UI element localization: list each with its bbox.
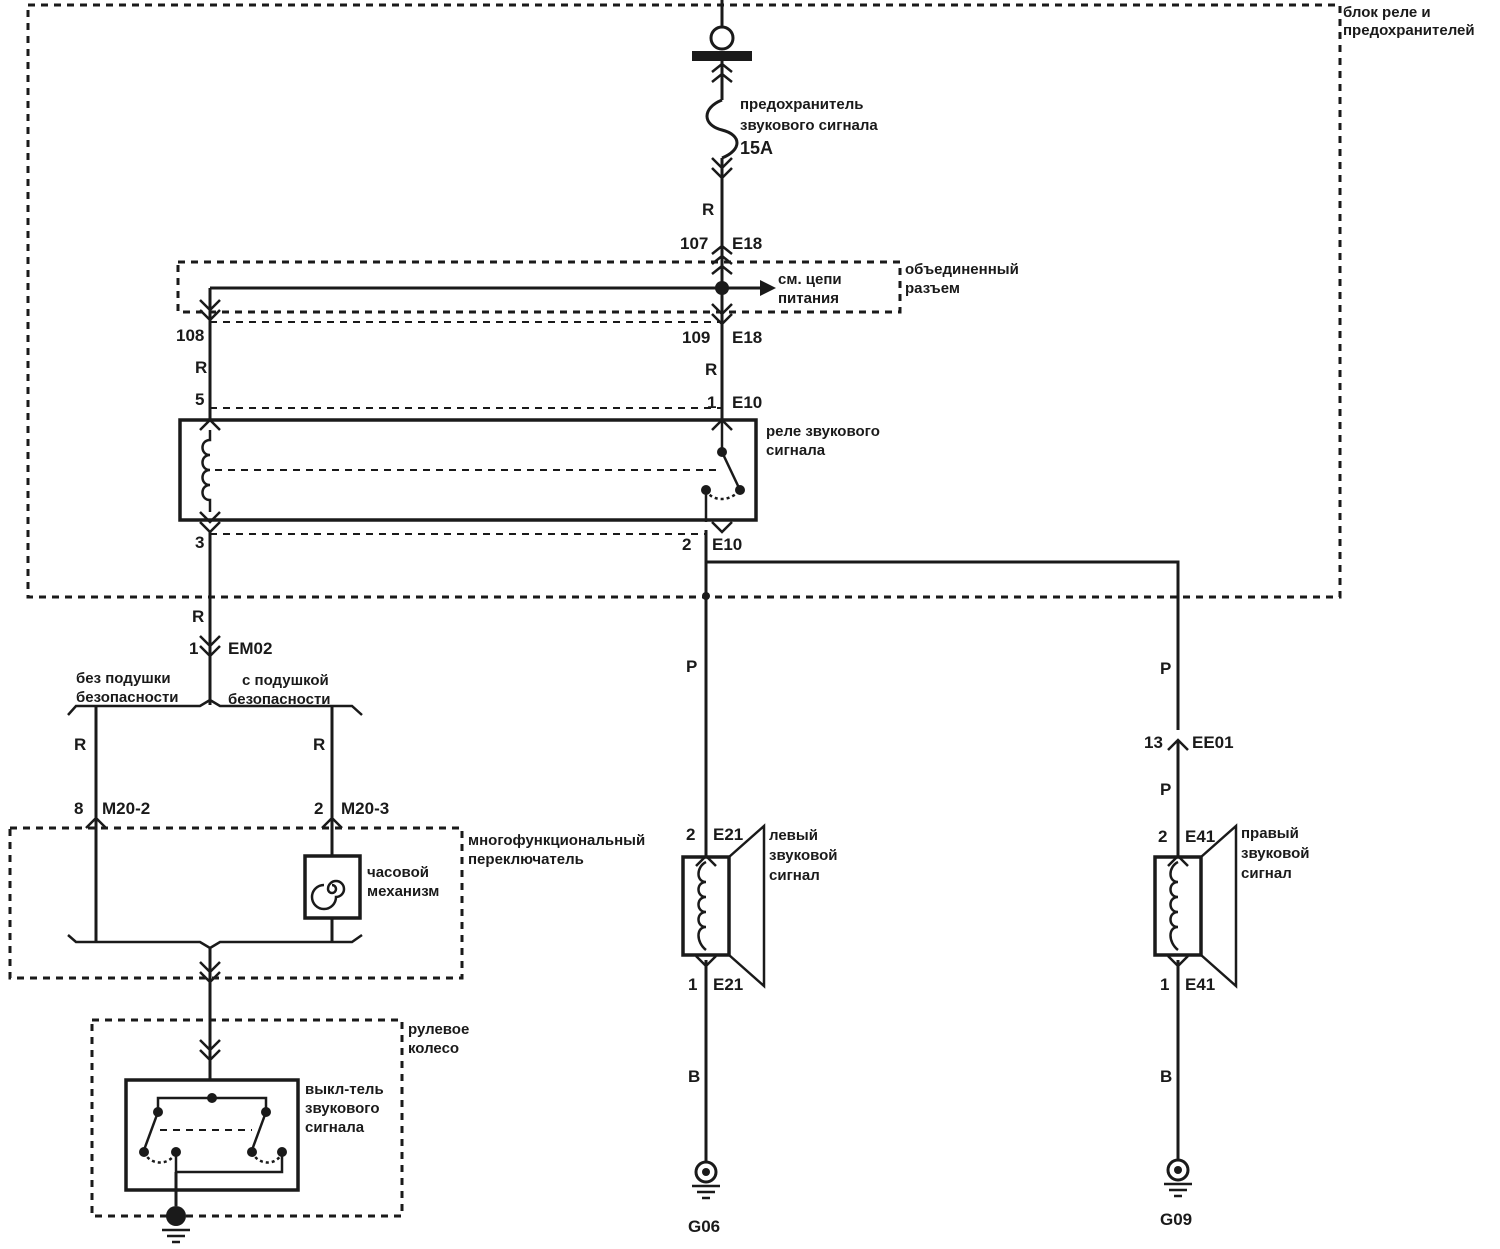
pin-e21-bottom: 1 — [688, 975, 697, 994]
wire-color-fuse: R — [702, 200, 714, 219]
right-horn — [1153, 738, 1238, 1198]
steering-wheel-label-1: рулевое — [408, 1021, 469, 1038]
relay-block-label-1: блок реле и — [1343, 4, 1431, 21]
pin-109: 109 — [682, 328, 710, 347]
connector-e10-bottom: E10 — [712, 535, 742, 554]
pin-m20-3: 2 — [314, 799, 323, 818]
pin-ee01: 13 — [1144, 733, 1163, 752]
right-horn-label-1: правый — [1241, 825, 1299, 842]
pin-e21-top: 2 — [686, 825, 695, 844]
pin-e41-bottom: 1 — [1160, 975, 1169, 994]
wire-color-108: R — [195, 358, 207, 377]
pin-m20-2: 8 — [74, 799, 83, 818]
connector-e21-bottom: E21 — [713, 975, 743, 994]
wire-color-right-p1: P — [1160, 659, 1171, 678]
connector-em02: EM02 — [228, 639, 272, 658]
wire-color-left-b: B — [688, 1067, 700, 1086]
connector-m20-2: M20-2 — [102, 799, 150, 818]
connector-e41-bottom: E41 — [1185, 975, 1215, 994]
multifunction-switch-outline — [8, 826, 464, 980]
joint-connector-label-2: разъем — [905, 280, 960, 297]
with-airbag-label-2: безопасности — [228, 691, 331, 708]
pin-em02: 1 — [189, 639, 198, 658]
horn-switch-label-2: звукового — [305, 1100, 380, 1117]
fuse-label-1: предохранитель — [740, 96, 863, 113]
steering-wheel-label-2: колесо — [408, 1040, 459, 1057]
left-horn-label-1: левый — [769, 827, 818, 844]
see-power-label-1: см. цепи — [778, 271, 842, 288]
steering-wheel-outline — [90, 1018, 404, 1218]
horn-switch-contacts — [139, 1093, 287, 1206]
wire-color-m20-2: R — [74, 735, 86, 754]
connector-e18-bottom: E18 — [732, 328, 762, 347]
airbag-branch — [67, 698, 363, 716]
wire-color-right-p2: P — [1160, 780, 1171, 799]
clock-spring-symbol — [310, 879, 346, 911]
multifunction-switch-label-1: многофункциональный — [468, 832, 645, 849]
connector-ee01: EE01 — [1192, 733, 1234, 752]
connector-e18-top: E18 — [732, 234, 762, 253]
wire-color-left-p: P — [686, 657, 697, 676]
pin-1-relay: 1 — [707, 393, 716, 412]
fuse-symbol — [705, 98, 739, 160]
joint-connector-outline — [176, 260, 902, 314]
pin-5: 5 — [195, 390, 204, 409]
ground-g09: G09 — [1160, 1210, 1192, 1229]
switch-ground — [162, 1206, 190, 1244]
right-horn-label-3: сигнал — [1241, 865, 1292, 882]
wire-color-109: R — [705, 360, 717, 379]
horn-relay-label-1: реле звукового — [766, 423, 880, 440]
pin-2-relay: 2 — [682, 535, 691, 554]
pin-107: 107 — [680, 234, 708, 253]
relay-fuse-block-outline — [26, 3, 1342, 599]
wire-color-right-b: B — [1160, 1067, 1172, 1086]
joint-connector-label-1: объединенный — [905, 261, 1019, 278]
clock-spring-box — [303, 854, 362, 920]
connector-e41-top: E41 — [1185, 827, 1215, 846]
relay-block-label-2: предохранителей — [1343, 22, 1475, 39]
right-horn-label-2: звуковой — [1241, 845, 1310, 862]
horn-switch-label-3: сигнала — [305, 1119, 365, 1136]
ground-g06: G06 — [688, 1217, 720, 1236]
multifunction-switch-label-2: переключатель — [468, 851, 584, 868]
pin-e41-top: 2 — [1158, 827, 1167, 846]
no-airbag-label-1: без подушки — [76, 670, 171, 687]
horn-switch-label-1: выкл-тель — [305, 1081, 384, 1098]
power-terminal — [692, 0, 752, 61]
clock-spring-label-1: часовой — [367, 864, 429, 881]
connector-e21-top: E21 — [713, 825, 743, 844]
horn-switch-box — [124, 1078, 300, 1192]
connector-m20-3: M20-3 — [341, 799, 389, 818]
relay-coil — [201, 430, 212, 512]
left-horn-label-2: звуковой — [769, 847, 838, 864]
horn-relay-label-2: сигнала — [766, 442, 826, 459]
no-airbag-label-2: безопасности — [76, 689, 179, 706]
left-horn — [681, 823, 766, 1200]
fuse-label-2: звукового сигнала — [740, 117, 878, 134]
see-power-label-2: питания — [778, 290, 839, 307]
pin-3: 3 — [195, 533, 204, 552]
wire-color-em02: R — [192, 607, 204, 626]
pin-108: 108 — [176, 326, 204, 345]
see-power-arrow — [760, 280, 776, 296]
fuse-rating: 15A — [740, 138, 773, 158]
horn-relay-box — [178, 418, 758, 522]
left-horn-label-3: сигнал — [769, 867, 820, 884]
clock-spring-label-2: механизм — [367, 883, 439, 900]
wire-color-m20-3: R — [313, 735, 325, 754]
connector-e10-top: E10 — [732, 393, 762, 412]
with-airbag-label-1: с подушкой — [242, 672, 329, 689]
